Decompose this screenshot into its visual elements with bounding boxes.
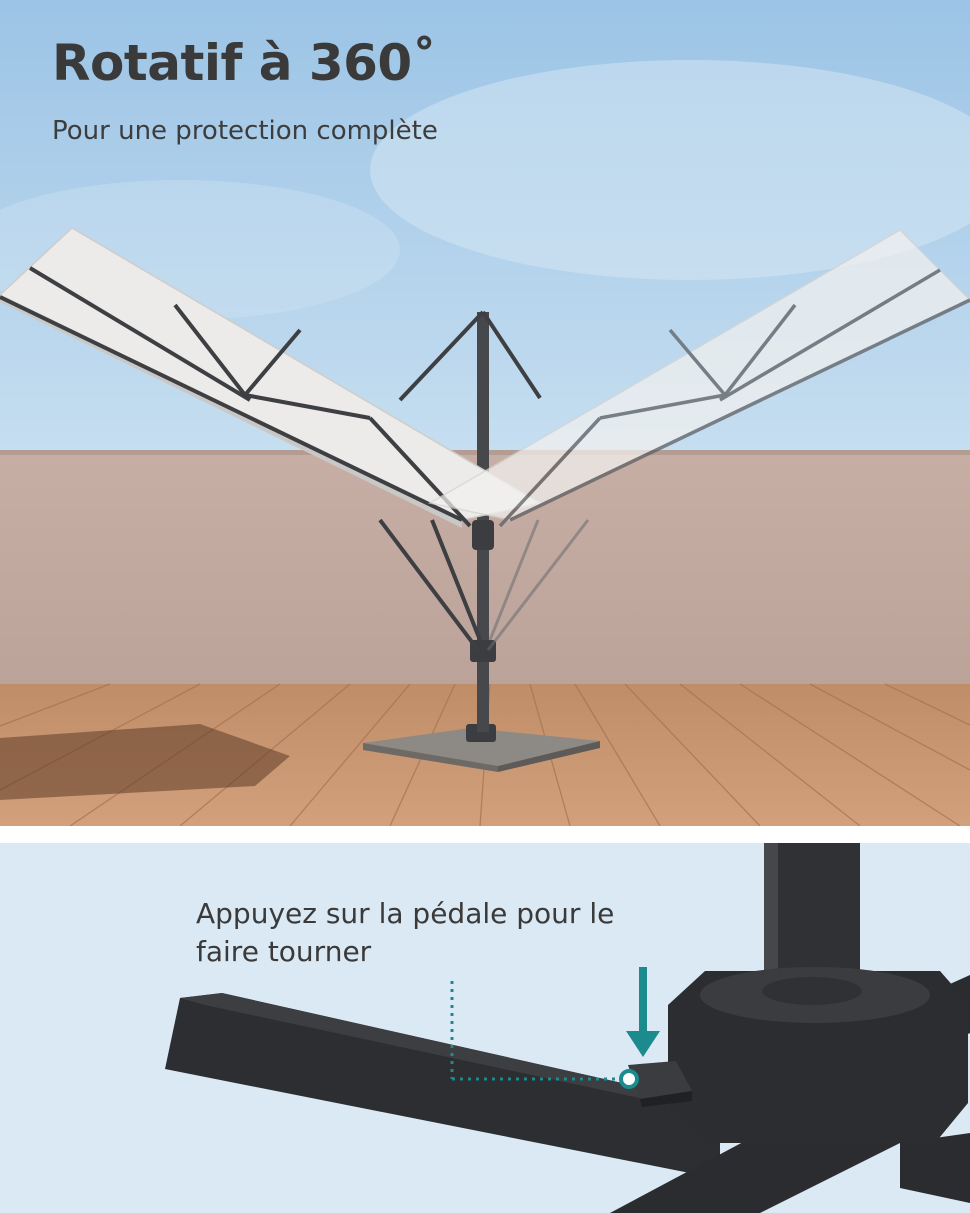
umbrella-shadow bbox=[0, 724, 290, 800]
pedal-instruction-caption: Appuyez sur la pédale pour le faire tour… bbox=[196, 897, 615, 968]
canopy-right-ghost bbox=[427, 229, 970, 528]
pedal-marker-icon bbox=[619, 1069, 639, 1089]
umbrella-scene-illustration bbox=[0, 0, 970, 826]
pedal-detail-panel: Appuyez sur la pédale pour le faire tour… bbox=[0, 843, 970, 1213]
pole-joint bbox=[472, 520, 494, 550]
cloud bbox=[370, 60, 970, 280]
rotation-scene-panel: Rotatif à 360˚ Pour une protection compl… bbox=[0, 0, 970, 826]
pedal-guide-line bbox=[450, 981, 620, 1081]
base-arm-left bbox=[165, 993, 720, 1179]
detail-pole-highlight bbox=[764, 843, 778, 993]
base-arm-left-top bbox=[180, 993, 720, 1111]
support-struts bbox=[378, 310, 542, 652]
base-weight-plates bbox=[363, 728, 600, 766]
support-struts-ghost bbox=[486, 519, 590, 651]
headline: Rotatif à 360˚ bbox=[52, 34, 437, 92]
subheadline: Pour une protection complète bbox=[52, 116, 438, 146]
arrow-down-icon bbox=[626, 967, 660, 1057]
rotation-pedal bbox=[628, 1061, 692, 1099]
base-arm-right bbox=[900, 1133, 970, 1203]
base-plate-edge bbox=[498, 741, 600, 772]
base-pedal-illustration bbox=[0, 843, 970, 1213]
hub-collar bbox=[762, 977, 862, 1005]
base-arm-front bbox=[610, 1133, 900, 1213]
base-plate-edge bbox=[363, 743, 498, 772]
pedal-edge bbox=[640, 1091, 692, 1107]
